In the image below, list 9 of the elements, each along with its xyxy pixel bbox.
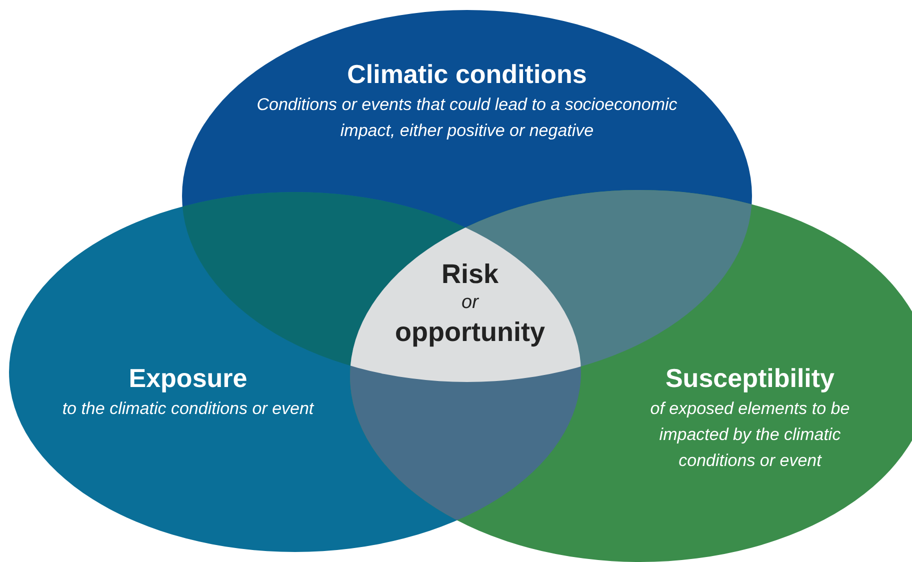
- description: to the climatic conditions or event: [61, 398, 316, 420]
- description: of exposed elements to be impacted by the climatic conditions or event: [649, 398, 851, 472]
- description: Conditions or events that could lead to a socioeconomic impact, either positive or negative: [256, 94, 678, 142]
- heading: Risk: [440, 258, 500, 290]
- heading: Susceptibility: [664, 362, 836, 394]
- connector-word: or: [460, 291, 480, 315]
- heading: Climatic conditions: [346, 58, 588, 90]
- heading: Exposure: [128, 362, 248, 394]
- heading: opportunity: [394, 316, 546, 348]
